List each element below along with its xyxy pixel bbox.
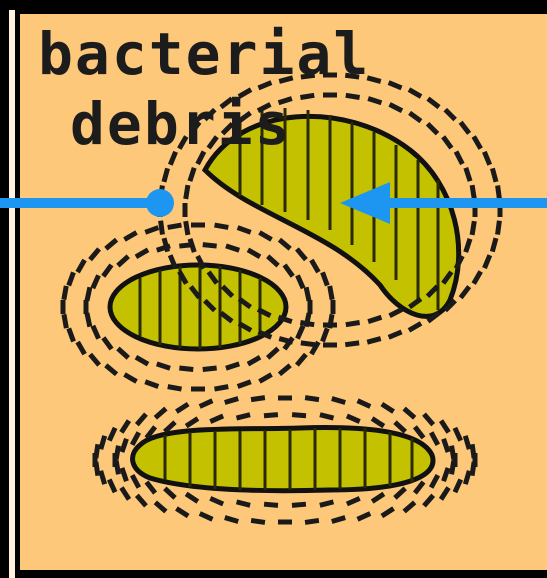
debris-dash (278, 396, 292, 401)
debris-dash (278, 520, 292, 525)
bacterium-middle (110, 265, 286, 349)
debris-dash (323, 93, 337, 98)
debris-dash (61, 300, 66, 314)
label-debris: debris (70, 92, 292, 156)
debris-dash (183, 203, 188, 217)
debris-dash (331, 300, 336, 314)
debris-dash (308, 300, 313, 314)
debris-dash (323, 343, 337, 348)
left-edge-stripe (9, 10, 15, 578)
label-bacterial: bacterial (38, 22, 370, 86)
bacterium-bottom (133, 428, 433, 491)
debris-dash (84, 300, 89, 314)
debris-dash (191, 387, 205, 392)
debris-dash (191, 223, 205, 228)
